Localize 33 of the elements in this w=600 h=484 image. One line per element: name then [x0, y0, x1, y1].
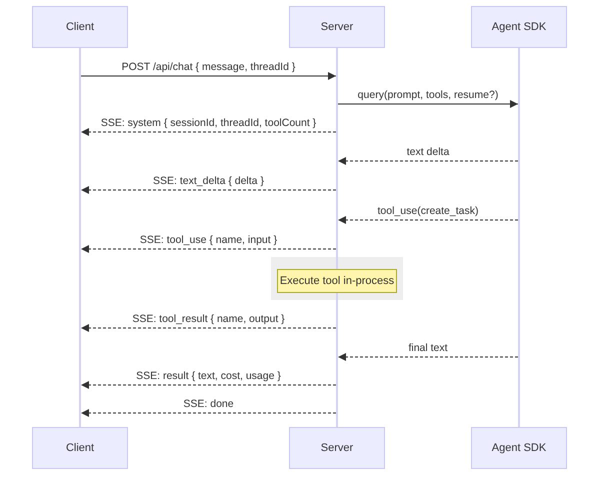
- edge-label: SSE: tool_use { name, input }: [138, 234, 280, 246]
- message-arrow: [338, 100, 518, 108]
- participant-box: Agent SDK: [471, 427, 567, 469]
- edge-label: SSE: done: [181, 398, 236, 410]
- edge-label: SSE: result { text, cost, usage }: [134, 370, 283, 382]
- message-arrow: [338, 157, 518, 165]
- participant-box: Agent SDK: [471, 6, 567, 48]
- edge-label: POST /api/chat { message, threadId }: [120, 61, 298, 73]
- participant-box: Client: [32, 427, 128, 469]
- participant-box: Server: [289, 427, 385, 469]
- lifeline: [336, 293, 338, 427]
- edge-label: query(prompt, tools, resume?): [356, 89, 500, 101]
- edge-label: tool_use(create_task): [376, 205, 480, 217]
- message-arrow: [338, 353, 518, 361]
- message-arrow: [80, 324, 336, 332]
- message-arrow: [338, 216, 518, 224]
- message-arrow: [80, 72, 336, 80]
- edge-label: text delta: [404, 146, 452, 158]
- message-arrow: [80, 186, 336, 194]
- edge-label: SSE: tool_result { name, output }: [130, 313, 287, 325]
- lifeline: [336, 48, 338, 269]
- edge-label: final text: [406, 342, 450, 354]
- edge-label: SSE: system { sessionId, threadId, toolCount }: [98, 117, 318, 129]
- edge-label: SSE: text_delta { delta }: [151, 175, 266, 187]
- message-arrow: [80, 381, 336, 389]
- lifeline: [518, 48, 520, 427]
- participant-box: Client: [32, 6, 128, 48]
- note-box: Execute tool in-process: [277, 269, 397, 293]
- lifeline: [79, 48, 81, 427]
- participant-box: Server: [289, 6, 385, 48]
- message-arrow: [80, 409, 336, 417]
- message-arrow: [80, 245, 336, 253]
- message-arrow: [80, 128, 336, 136]
